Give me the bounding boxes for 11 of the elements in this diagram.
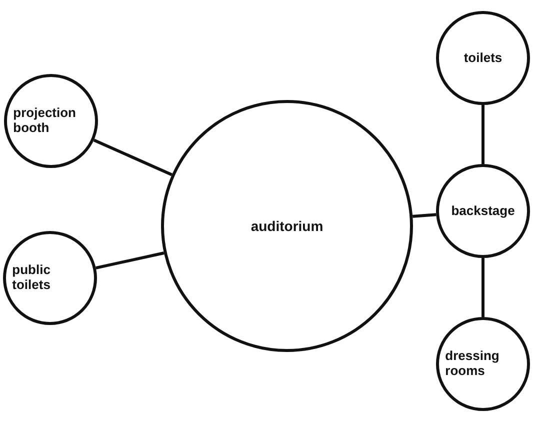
connector-line (96, 252, 164, 270)
connector-line (482, 105, 484, 164)
connector-line (482, 258, 484, 317)
node-label: dressing rooms (445, 349, 500, 379)
node-label: auditorium (250, 218, 324, 234)
connector-line (412, 213, 436, 218)
node-label: toilets (464, 50, 502, 66)
node-label: public toilets (12, 263, 52, 293)
node-label: backstage (451, 204, 515, 218)
node-label: projection booth (13, 106, 77, 136)
connector-line (93, 138, 172, 176)
